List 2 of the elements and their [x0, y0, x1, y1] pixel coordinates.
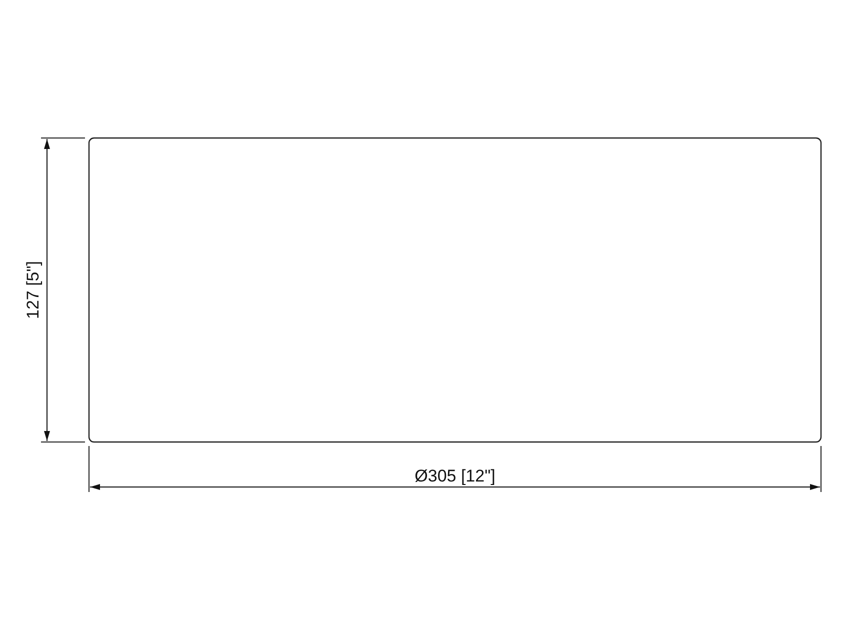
dimension-label: 127 [5"]: [24, 260, 42, 320]
dimension-label: Ø305 [12"]: [414, 468, 496, 484]
